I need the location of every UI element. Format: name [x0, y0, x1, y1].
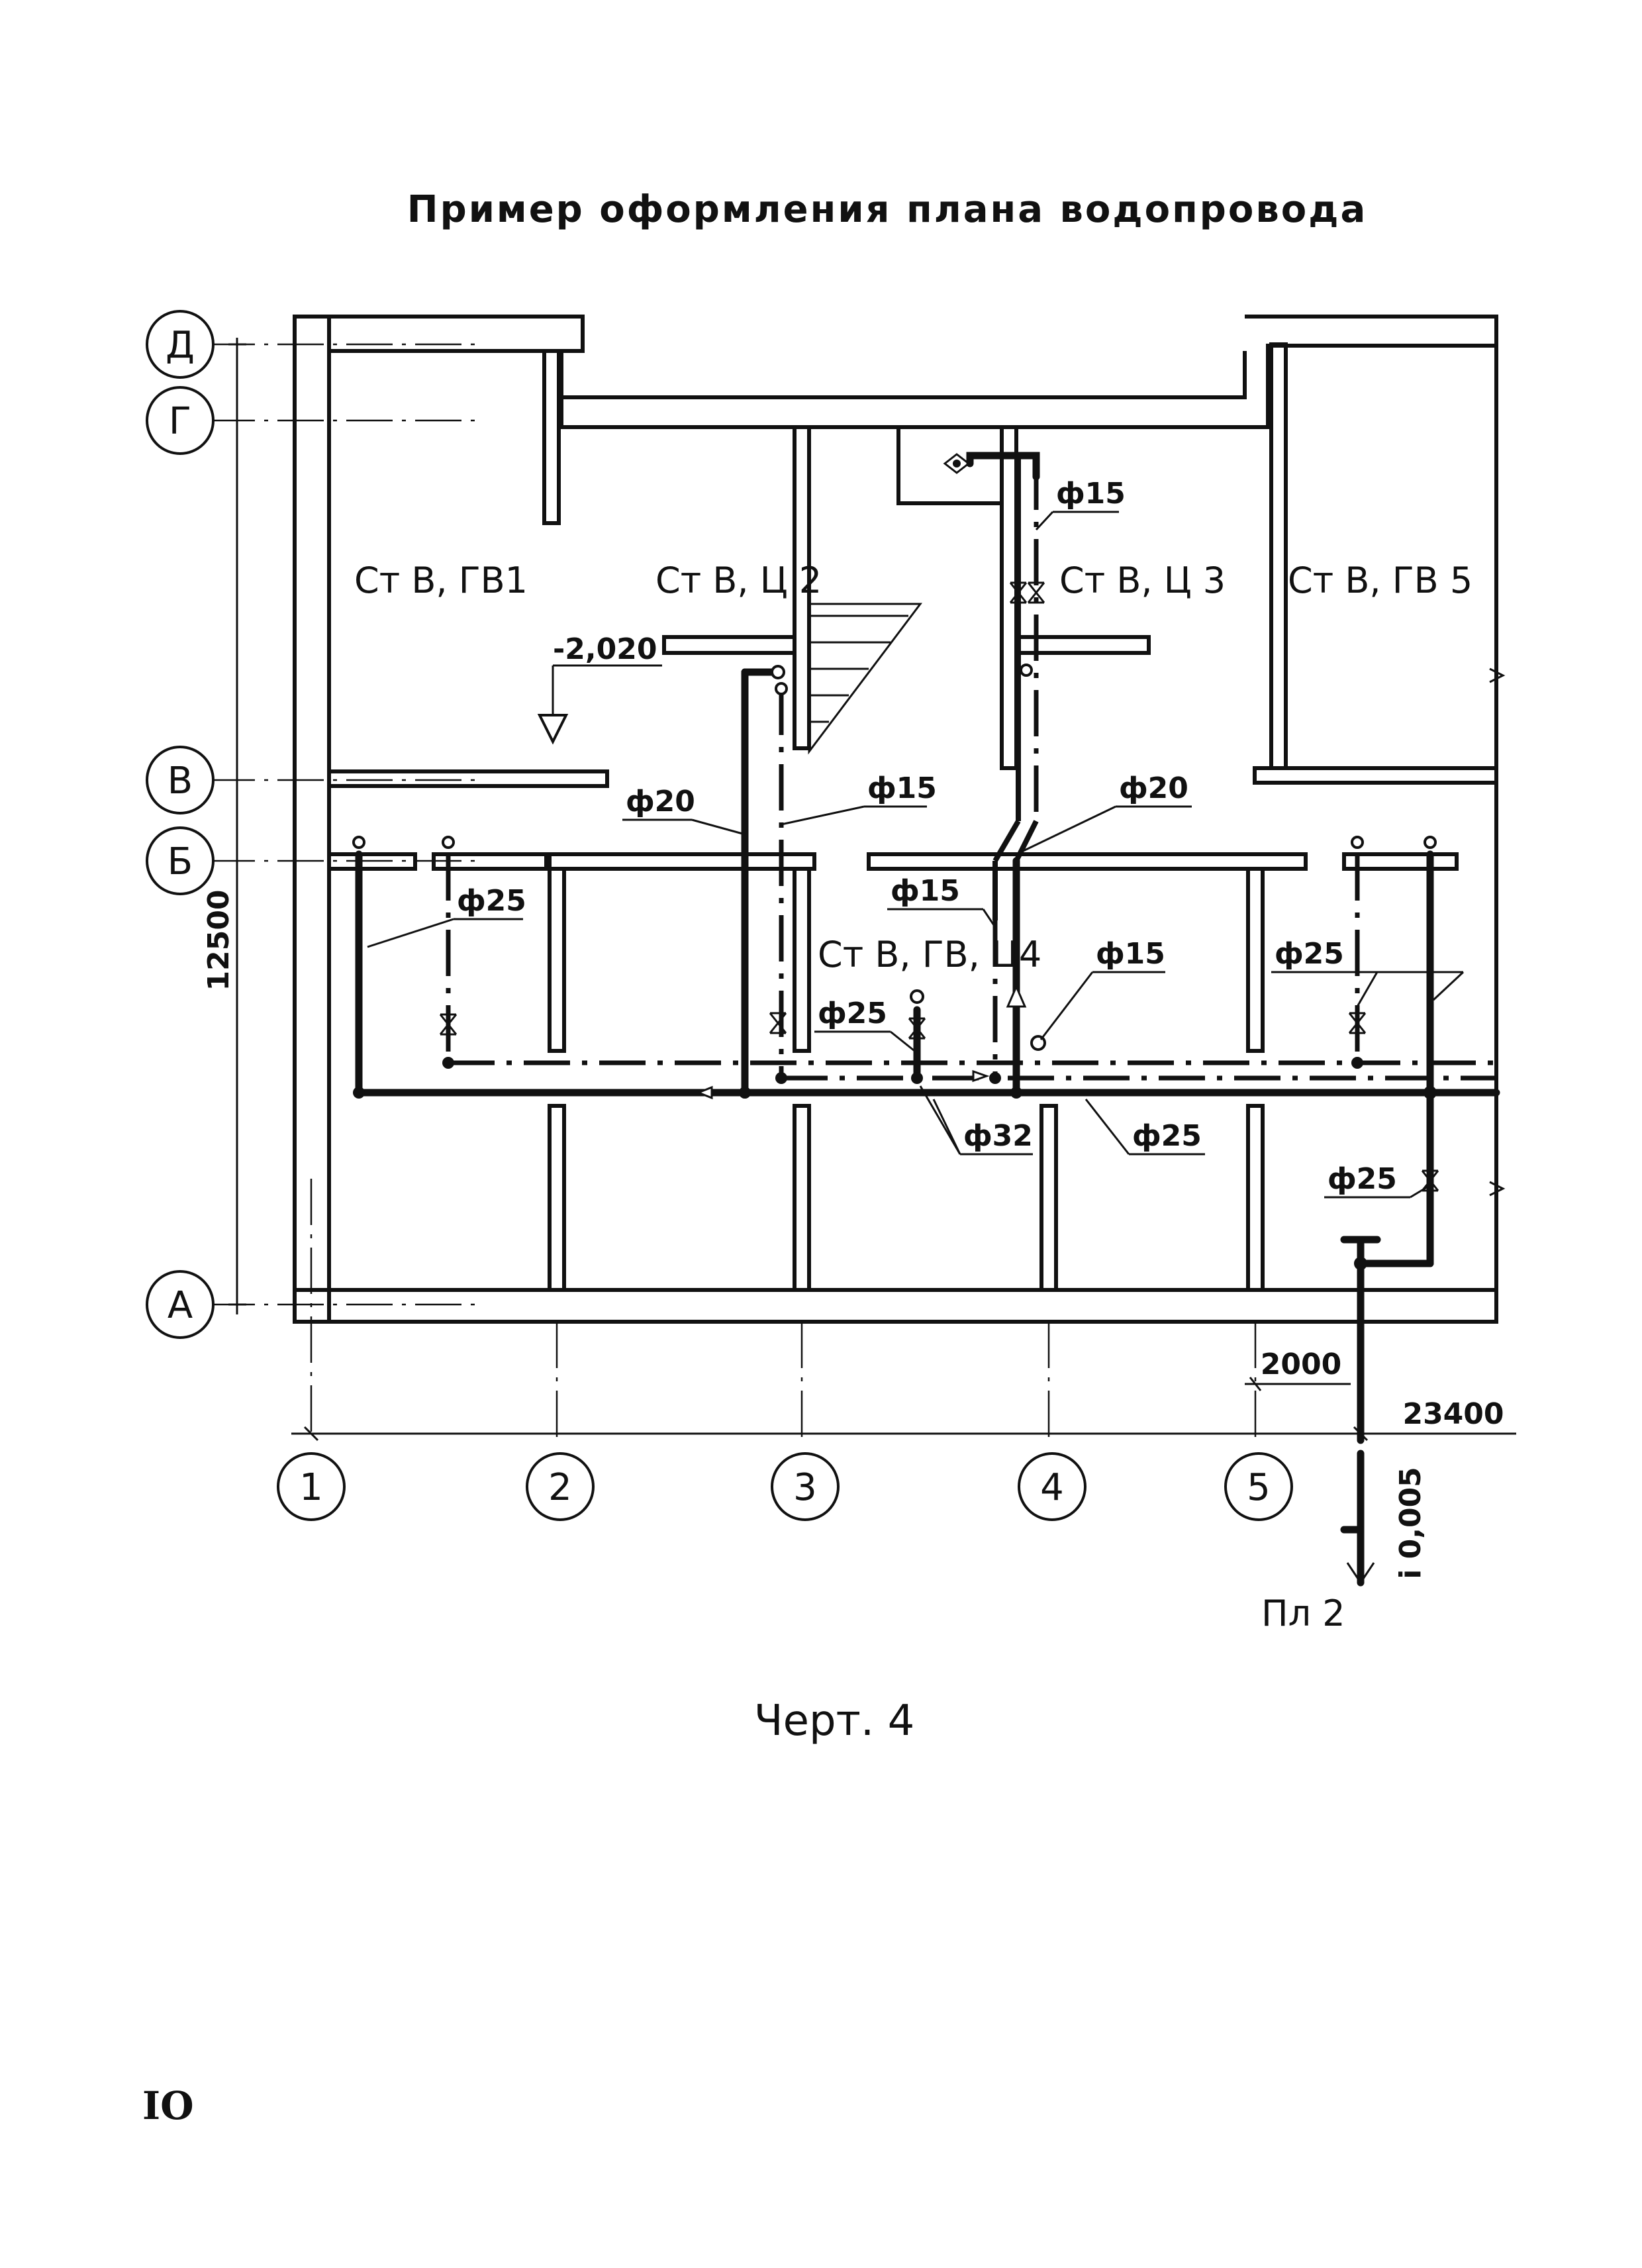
axis-label-5: 5 — [1247, 1466, 1271, 1509]
drawing-title: Пример оформления плана водопровода — [407, 188, 1368, 231]
building-walls — [293, 315, 1506, 1324]
riser-label-4: Ст В, ГВ 5 — [1288, 560, 1473, 601]
axis-lines — [209, 343, 1257, 1437]
dimension-offset: 2000 — [1261, 1348, 1341, 1381]
level-arrow-icon — [537, 714, 569, 745]
diameter-label-25-input: ф25 — [1328, 1162, 1397, 1196]
pipe-network — [352, 452, 1500, 1587]
diameter-label-25-main: ф25 — [1132, 1119, 1202, 1153]
axis-label-V: В — [168, 760, 193, 803]
diameter-label-32: ф32 — [963, 1119, 1033, 1153]
diameter-label-15-mid: ф15 — [867, 771, 937, 805]
dimension-lines — [228, 338, 1516, 1442]
diameter-label-25-left: ф25 — [457, 884, 526, 918]
riser-label-1: Ст В, ГВ1 — [354, 560, 528, 601]
axis-label-3: 3 — [793, 1466, 817, 1509]
slope-label: i 0,005 — [1394, 1467, 1427, 1579]
diameter-label-25-center: ф25 — [818, 997, 887, 1030]
dimension-width: 23400 — [1402, 1397, 1504, 1431]
diameter-label-25-right: ф25 — [1275, 937, 1344, 971]
drawing-caption: Черт. 4 — [754, 1697, 915, 1746]
axis-label-1: 1 — [299, 1466, 323, 1509]
axis-label-B: Б — [168, 840, 193, 883]
axis-label-4: 4 — [1040, 1466, 1064, 1509]
riser-label-3: Ст В, Ц 3 — [1059, 560, 1226, 601]
page-number: IO — [142, 2083, 194, 2128]
plan-label: Пл 2 — [1261, 1593, 1345, 1634]
valves — [439, 581, 1439, 1192]
diameter-label-20-left: ф20 — [626, 785, 695, 818]
row-axis-markers: Д Г В Б А — [146, 310, 215, 1339]
axis-label-2: 2 — [548, 1466, 572, 1509]
axis-label-D: Д — [166, 324, 195, 367]
level-mark: -2,020 — [553, 632, 657, 666]
diameter-label-top: ф15 — [1056, 477, 1126, 511]
axis-label-G: Г — [169, 400, 191, 443]
diameter-label-15-right: ф15 — [1096, 937, 1165, 971]
riser-label-2: Ст В, Ц 2 — [655, 560, 822, 601]
diameter-label-15-center: ф15 — [891, 874, 960, 908]
diameter-labels: ф15 ф20 ф15 ф20 ф15 ф25 ф15 ф25 ф25 ф32 — [367, 477, 1465, 1199]
column-axis-markers: 1 2 3 4 5 — [277, 1452, 1293, 1521]
diameter-label-20-right: ф20 — [1119, 771, 1188, 805]
dimension-height: 12500 — [202, 889, 236, 991]
axis-label-A: А — [168, 1284, 193, 1327]
riser-label-5: Ст В, ГВ, Ц4 — [818, 934, 1041, 975]
